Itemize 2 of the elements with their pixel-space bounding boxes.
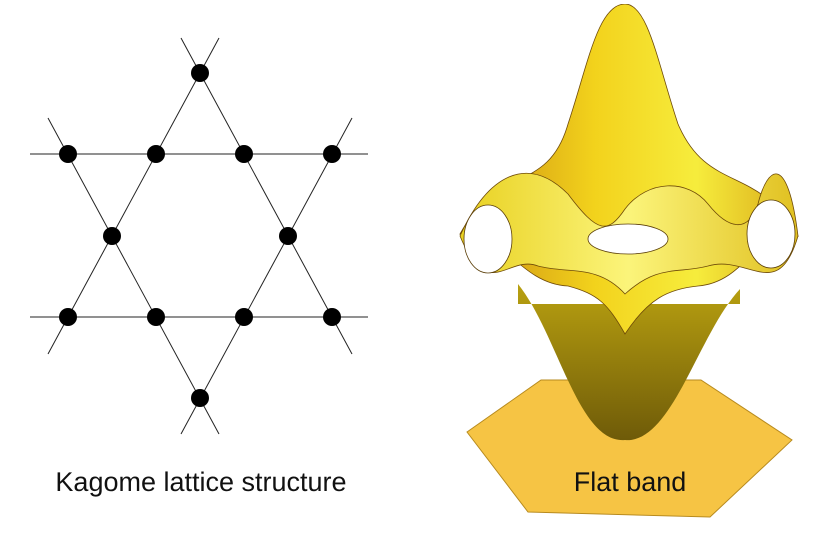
band-label: Flat band bbox=[572, 466, 688, 499]
caption: Kagome lattice structure bbox=[54, 466, 348, 499]
